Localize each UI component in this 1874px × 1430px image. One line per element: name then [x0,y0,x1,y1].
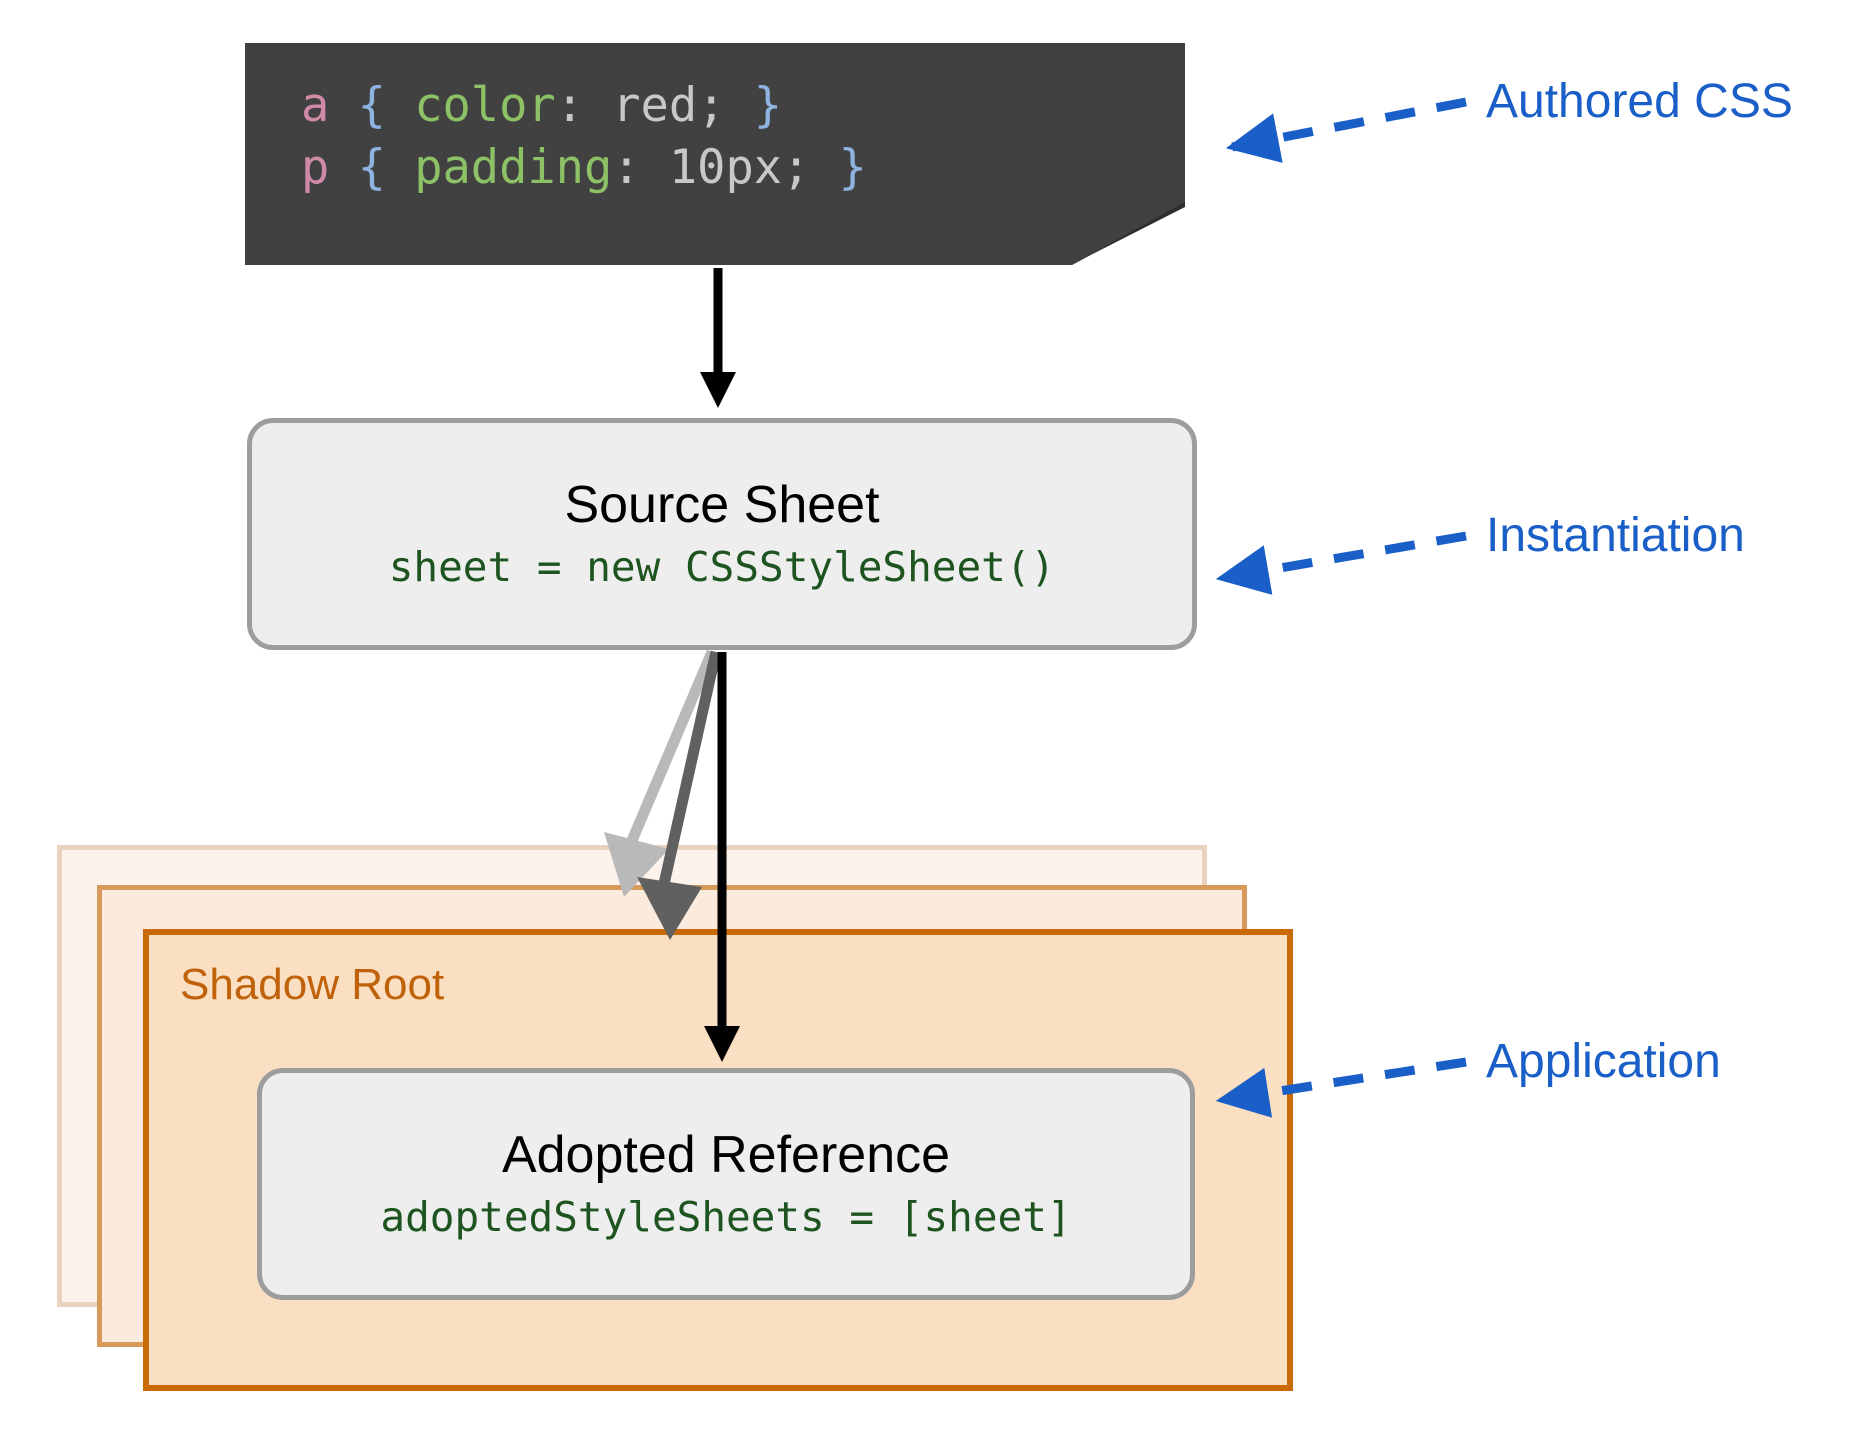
adopted-reference-code: adoptedStyleSheets = [sheet] [380,1193,1072,1242]
arrow-css-to-source-sheet [700,268,736,408]
css-property-padding: padding [414,140,613,195]
css-open-brace-1: { [357,78,386,133]
adopted-reference-node: Adopted Reference adoptedStyleSheets = [… [257,1068,1195,1300]
annotation-arrow-authored-css [1225,97,1467,163]
css-property-color: color [414,78,556,133]
css-value-10px: 10px; [668,140,811,195]
css-colon-1: : [555,78,584,133]
css-selector-p: p [301,140,330,195]
code-block-background [245,43,1185,265]
css-colon-2: : [612,140,641,195]
annotation-arrow-instantiation [1215,531,1467,595]
shadow-root-label: Shadow Root [180,960,445,1009]
annotation-label-application: Application [1486,1035,1721,1088]
source-sheet-code: sheet = new CSSStyleSheet() [388,543,1056,592]
css-close-brace-1: } [753,78,783,133]
annotation-label-instantiation: Instantiation [1486,509,1745,562]
css-selector-a: a [301,78,330,133]
css-value-red: red; [612,78,726,133]
source-sheet-title: Source Sheet [564,475,880,534]
code-block-lines: a { color: red; } p { padding: 10px; } [301,75,867,199]
css-close-brace-2: } [838,140,867,195]
adopted-reference-title: Adopted Reference [501,1125,951,1184]
authored-css-code-block: a { color: red; } p { padding: 10px; } [245,43,1185,265]
annotation-label-authored-css: Authored CSS [1486,75,1793,128]
source-sheet-node: Source Sheet sheet = new CSSStyleSheet() [247,418,1197,650]
css-open-brace-2: { [357,140,386,195]
